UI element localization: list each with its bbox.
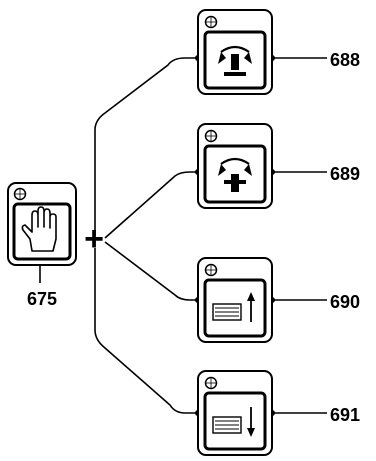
target-key-688[interactable]: [196, 8, 274, 96]
connector-lines: [39, 57, 327, 414]
connector-to-690: [104, 241, 198, 301]
display-arrow-up-icon: [212, 292, 255, 322]
source-key-675[interactable]: [7, 182, 77, 266]
rotate-up-icon: [218, 45, 252, 76]
connector-to-691: [94, 248, 198, 414]
rotate-down-icon: [218, 157, 252, 192]
connector-dots: [195, 55, 275, 416]
target-key-691[interactable]: [196, 369, 274, 457]
connector-to-689: [104, 171, 198, 239]
hand-icon: [21, 206, 57, 252]
label-691: 691: [330, 405, 360, 425]
label-689: 689: [330, 164, 360, 184]
label-675: 675: [27, 289, 57, 309]
connector-to-688: [94, 57, 198, 235]
label-688: 688: [330, 50, 360, 70]
label-690: 690: [330, 292, 360, 312]
target-key-690[interactable]: [196, 256, 274, 344]
target-key-689[interactable]: [196, 122, 274, 210]
display-arrow-down-icon: [212, 407, 255, 437]
combine-symbol: +: [84, 220, 104, 258]
